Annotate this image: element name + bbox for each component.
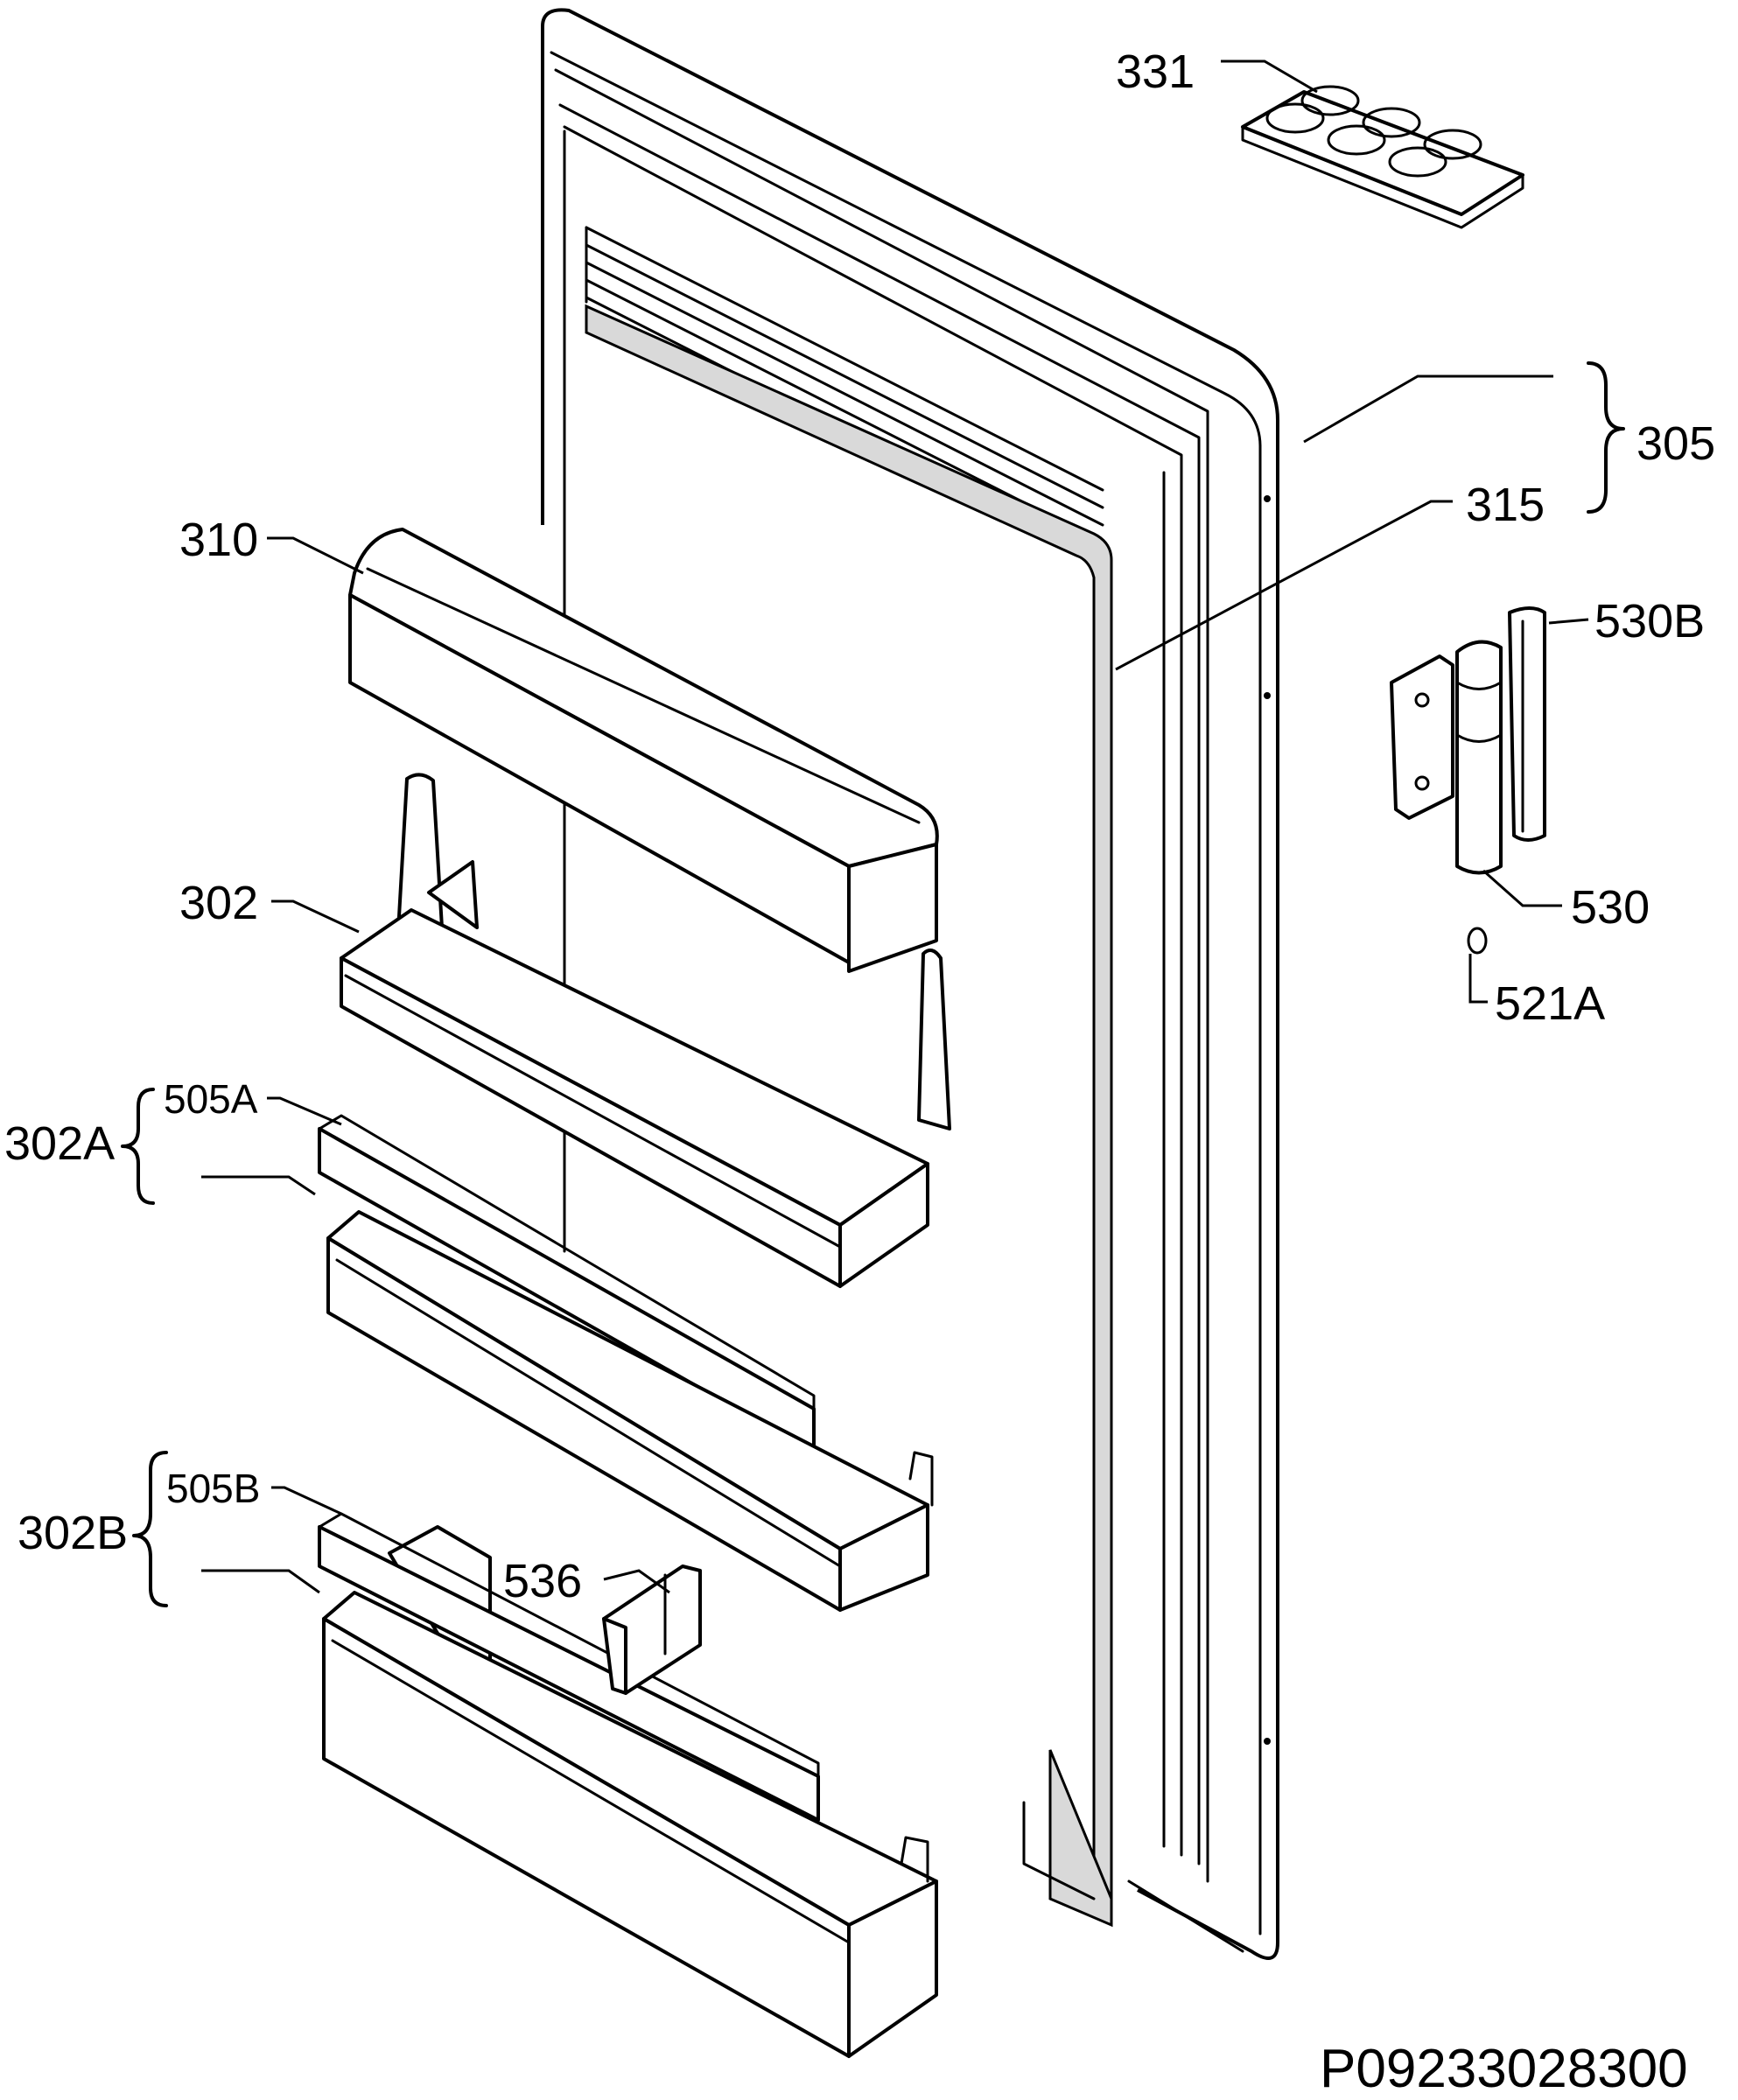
label-302: 302 (179, 877, 258, 929)
label-505a: 505A (164, 1076, 258, 1122)
hinge-assembly (1390, 606, 1546, 955)
label-331: 331 (1116, 46, 1195, 98)
door-shelf-302 (340, 773, 951, 1288)
leader-lines (121, 60, 1625, 1607)
label-302b: 302B (18, 1507, 128, 1559)
label-315: 315 (1466, 479, 1545, 531)
dairy-compartment-lid (348, 528, 939, 973)
label-310: 310 (179, 514, 258, 566)
label-530: 530 (1571, 881, 1650, 934)
label-505b: 505B (166, 1466, 260, 1511)
label-521a: 521A (1495, 977, 1605, 1030)
door-shelf-302a (318, 1114, 934, 1612)
label-536: 536 (503, 1555, 582, 1607)
drawing-number: P09233028300 (1320, 2039, 1688, 2099)
egg-tray (1241, 85, 1524, 229)
label-530b: 530B (1594, 595, 1705, 648)
label-305: 305 (1636, 417, 1715, 470)
part-labels: 331 305 315 310 530B 302 530 521A 302A 5… (4, 46, 1715, 1607)
bottle-divider-536 (602, 1564, 702, 1695)
door-shelf-302b (318, 1512, 938, 2058)
refrigerator-door (541, 8, 1279, 1960)
label-302a: 302A (4, 1117, 115, 1170)
